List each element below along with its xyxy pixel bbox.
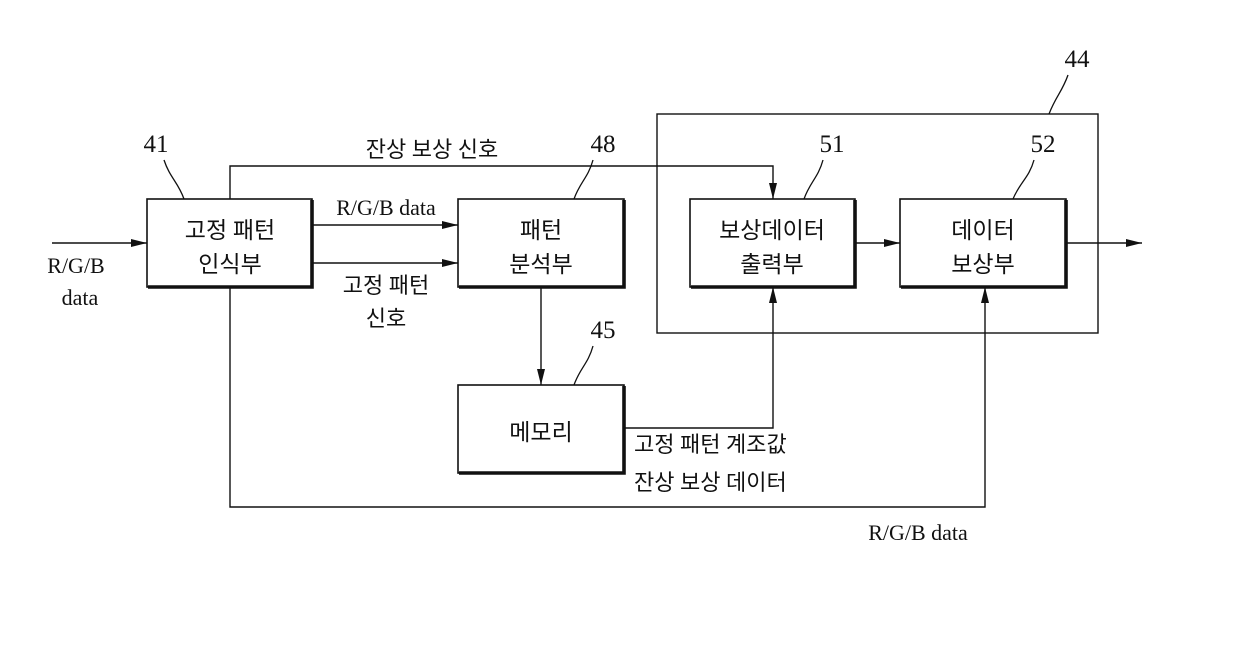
input-label-line2: data (62, 285, 99, 310)
block-51-label-line2: 출력부 (740, 252, 803, 277)
block-52-label-line2: 보상부 (951, 252, 1014, 277)
block-51-compensation-data-output: 보상데이터 출력부 51 (690, 131, 855, 287)
rgb-data-label-top: R/G/B data (336, 195, 436, 220)
unit-44-compensation-unit: 44 (657, 46, 1098, 333)
input-label-line1: R/G/B (47, 253, 104, 278)
block-41-fixed-pattern-recognizer: 고정 패턴 인식부 41 (144, 131, 313, 287)
leader-line-41 (164, 160, 184, 199)
leader-line-52 (1013, 160, 1034, 199)
afterimage-compensation-signal-label: 잔상 보상 신호 (366, 137, 498, 162)
block-51-label-line1: 보상데이터 (719, 218, 825, 243)
memory-output-label-line1: 고정 패턴 계조값 (634, 432, 787, 457)
block-52-data-compensator: 데이터 보상부 52 (900, 131, 1066, 287)
leader-line-51 (804, 160, 823, 199)
block-48-label-line1: 패턴 (520, 218, 562, 243)
ref-numeral-52: 52 (1031, 131, 1056, 158)
signal-labels: R/G/B data 잔상 보상 신호 R/G/B data 고정 패턴 신호 … (47, 137, 968, 545)
block-45-label: 메모리 (509, 420, 572, 445)
fixed-pattern-signal-label-line2: 신호 (366, 306, 406, 331)
block-41-label-line1: 고정 패턴 (185, 218, 275, 243)
block-48-label-line2: 분석부 (509, 252, 572, 277)
block-52-label-line1: 데이터 (951, 218, 1014, 243)
afterimage-signal-path (230, 166, 773, 199)
ref-numeral-45: 45 (591, 317, 616, 344)
ref-numeral-51: 51 (820, 131, 845, 158)
rgb-data-label-bottom: R/G/B data (868, 520, 968, 545)
leader-line-45 (574, 346, 593, 385)
fixed-pattern-signal-label-line1: 고정 패턴 (343, 273, 429, 298)
ref-numeral-48: 48 (591, 131, 616, 158)
ref-numeral-41: 41 (144, 131, 169, 158)
memory-output-label-line2: 잔상 보상 데이터 (634, 470, 787, 495)
ref-numeral-44: 44 (1065, 46, 1091, 73)
leader-line-44 (1049, 75, 1068, 114)
block-41-label-line2: 인식부 (198, 252, 261, 277)
memory-output-path-45-to-51 (624, 287, 773, 428)
